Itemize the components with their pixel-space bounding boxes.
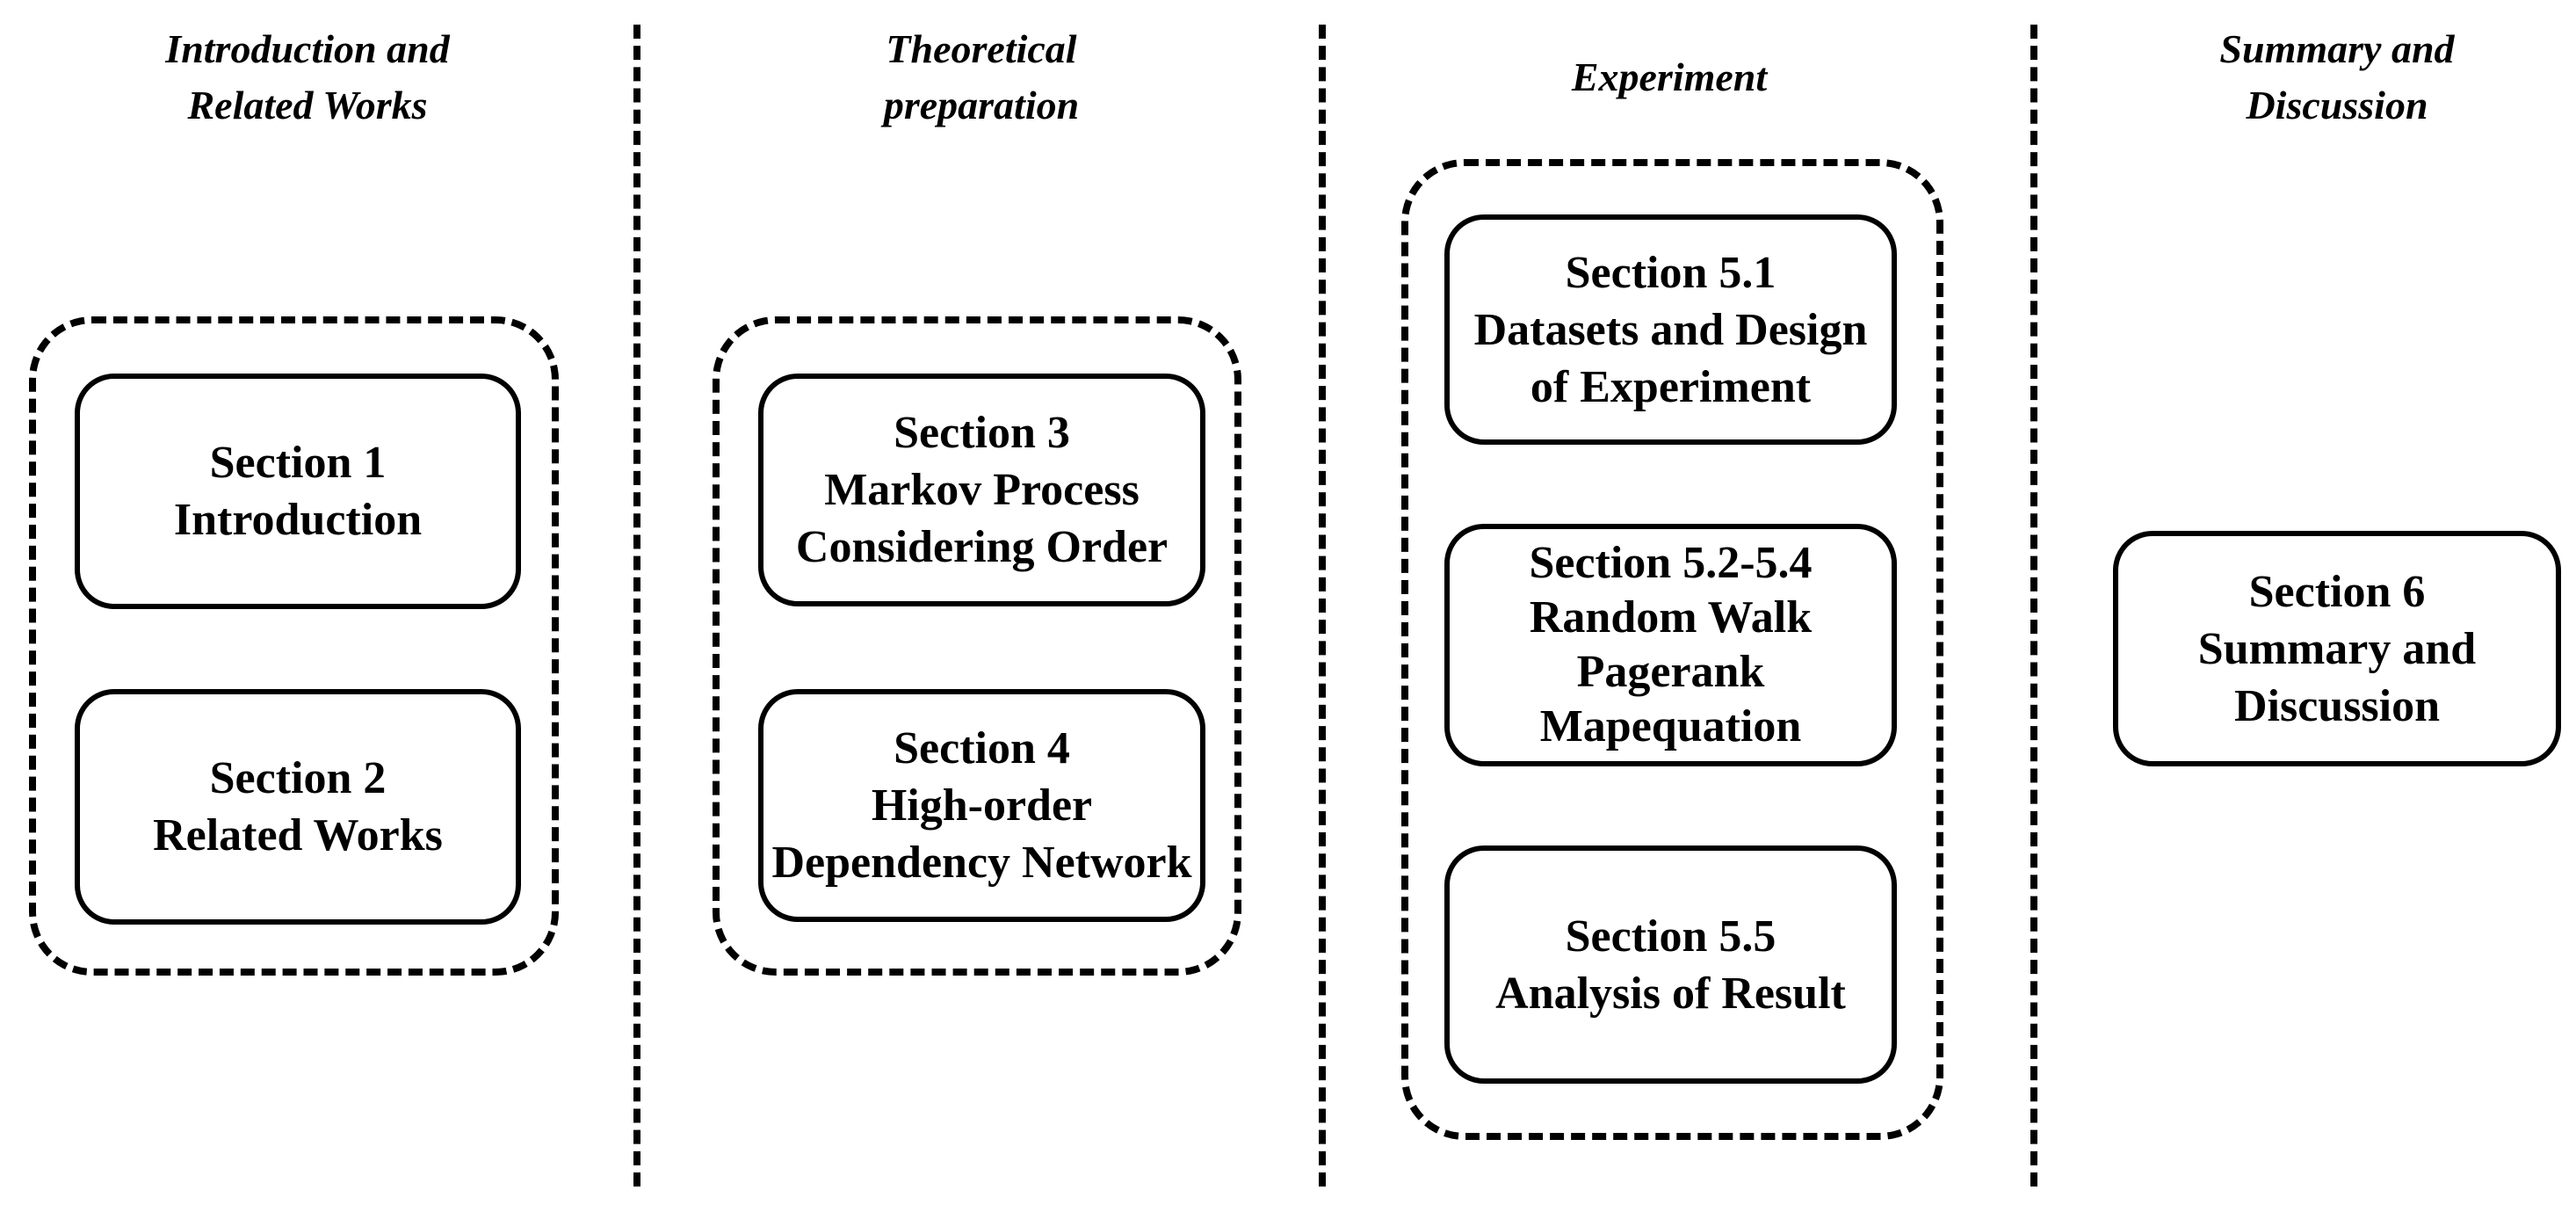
box-section-5-5-analysis-of-result: Section 5.5 Analysis of Result: [1444, 845, 1897, 1084]
header-line: Summary and: [2219, 26, 2455, 71]
column-separator-3: [2030, 25, 2037, 1187]
box-line: Section 6: [2248, 566, 2426, 617]
box-line: Considering Order: [795, 522, 1169, 572]
box-line: Summary and: [2197, 623, 2477, 674]
box-line: Dependency Network: [771, 838, 1192, 888]
column-header-summary-and-discussion: Summary and Discussion: [2030, 21, 2576, 134]
box-section-4-high-order-dependency-network: Section 4 High-order Dependency Network: [758, 689, 1205, 922]
box-line: Pagerank: [1576, 647, 1765, 697]
box-line: Mapequation: [1539, 701, 1802, 751]
group-theoretical-preparation: [713, 316, 1241, 976]
box-line: Section 2: [209, 753, 387, 803]
header-line: Theoretical: [886, 26, 1077, 71]
box-section-1-introduction: Section 1 Introduction: [75, 374, 521, 609]
box-section-5-2-5-4-random-walk-pagerank-mapequation: Section 5.2-5.4 Random Walk Pagerank Map…: [1444, 524, 1897, 766]
header-line: Related Works: [187, 83, 428, 127]
header-line: Discussion: [2246, 83, 2428, 127]
box-line: Section 1: [209, 438, 387, 488]
column-separator-2: [1319, 25, 1326, 1187]
header-line: Introduction and: [165, 26, 450, 71]
box-line: Datasets and Design: [1473, 304, 1868, 355]
box-line: of Experiment: [1530, 361, 1812, 412]
column-header-experiment: Experiment: [1362, 49, 1977, 105]
box-line: Introduction: [173, 495, 423, 545]
box-line: Section 3: [894, 408, 1070, 458]
box-section-2-related-works: Section 2 Related Works: [75, 689, 521, 925]
box-line: Random Walk: [1529, 592, 1813, 642]
box-line: Section 5.5: [1565, 911, 1776, 962]
box-section-5-1-datasets-and-design: Section 5.1 Datasets and Design of Exper…: [1444, 214, 1897, 445]
box-line: High-order: [871, 780, 1093, 831]
box-line: Markov Process: [824, 465, 1140, 515]
column-header-theoretical-preparation: Theoretical preparation: [674, 21, 1289, 134]
box-line: Section 5.2-5.4: [1529, 538, 1813, 588]
box-line: Analysis of Result: [1495, 968, 1846, 1019]
box-line: Section 5.1: [1565, 247, 1776, 298]
column-separator-1: [633, 25, 640, 1187]
column-header-introduction-and-related-works: Introduction and Related Works: [0, 21, 615, 134]
group-introduction-and-related-works: [29, 316, 559, 976]
box-line: Related Works: [153, 810, 443, 860]
box-line: Section 4: [894, 723, 1070, 773]
box-section-3-markov-process: Section 3 Markov Process Considering Ord…: [758, 374, 1205, 606]
header-line: preparation: [883, 83, 1080, 127]
group-experiment: [1401, 159, 1943, 1140]
header-line: Experiment: [1571, 54, 1768, 99]
box-section-6-summary-and-discussion: Section 6 Summary and Discussion: [2113, 531, 2561, 766]
box-line: Discussion: [2233, 680, 2441, 731]
